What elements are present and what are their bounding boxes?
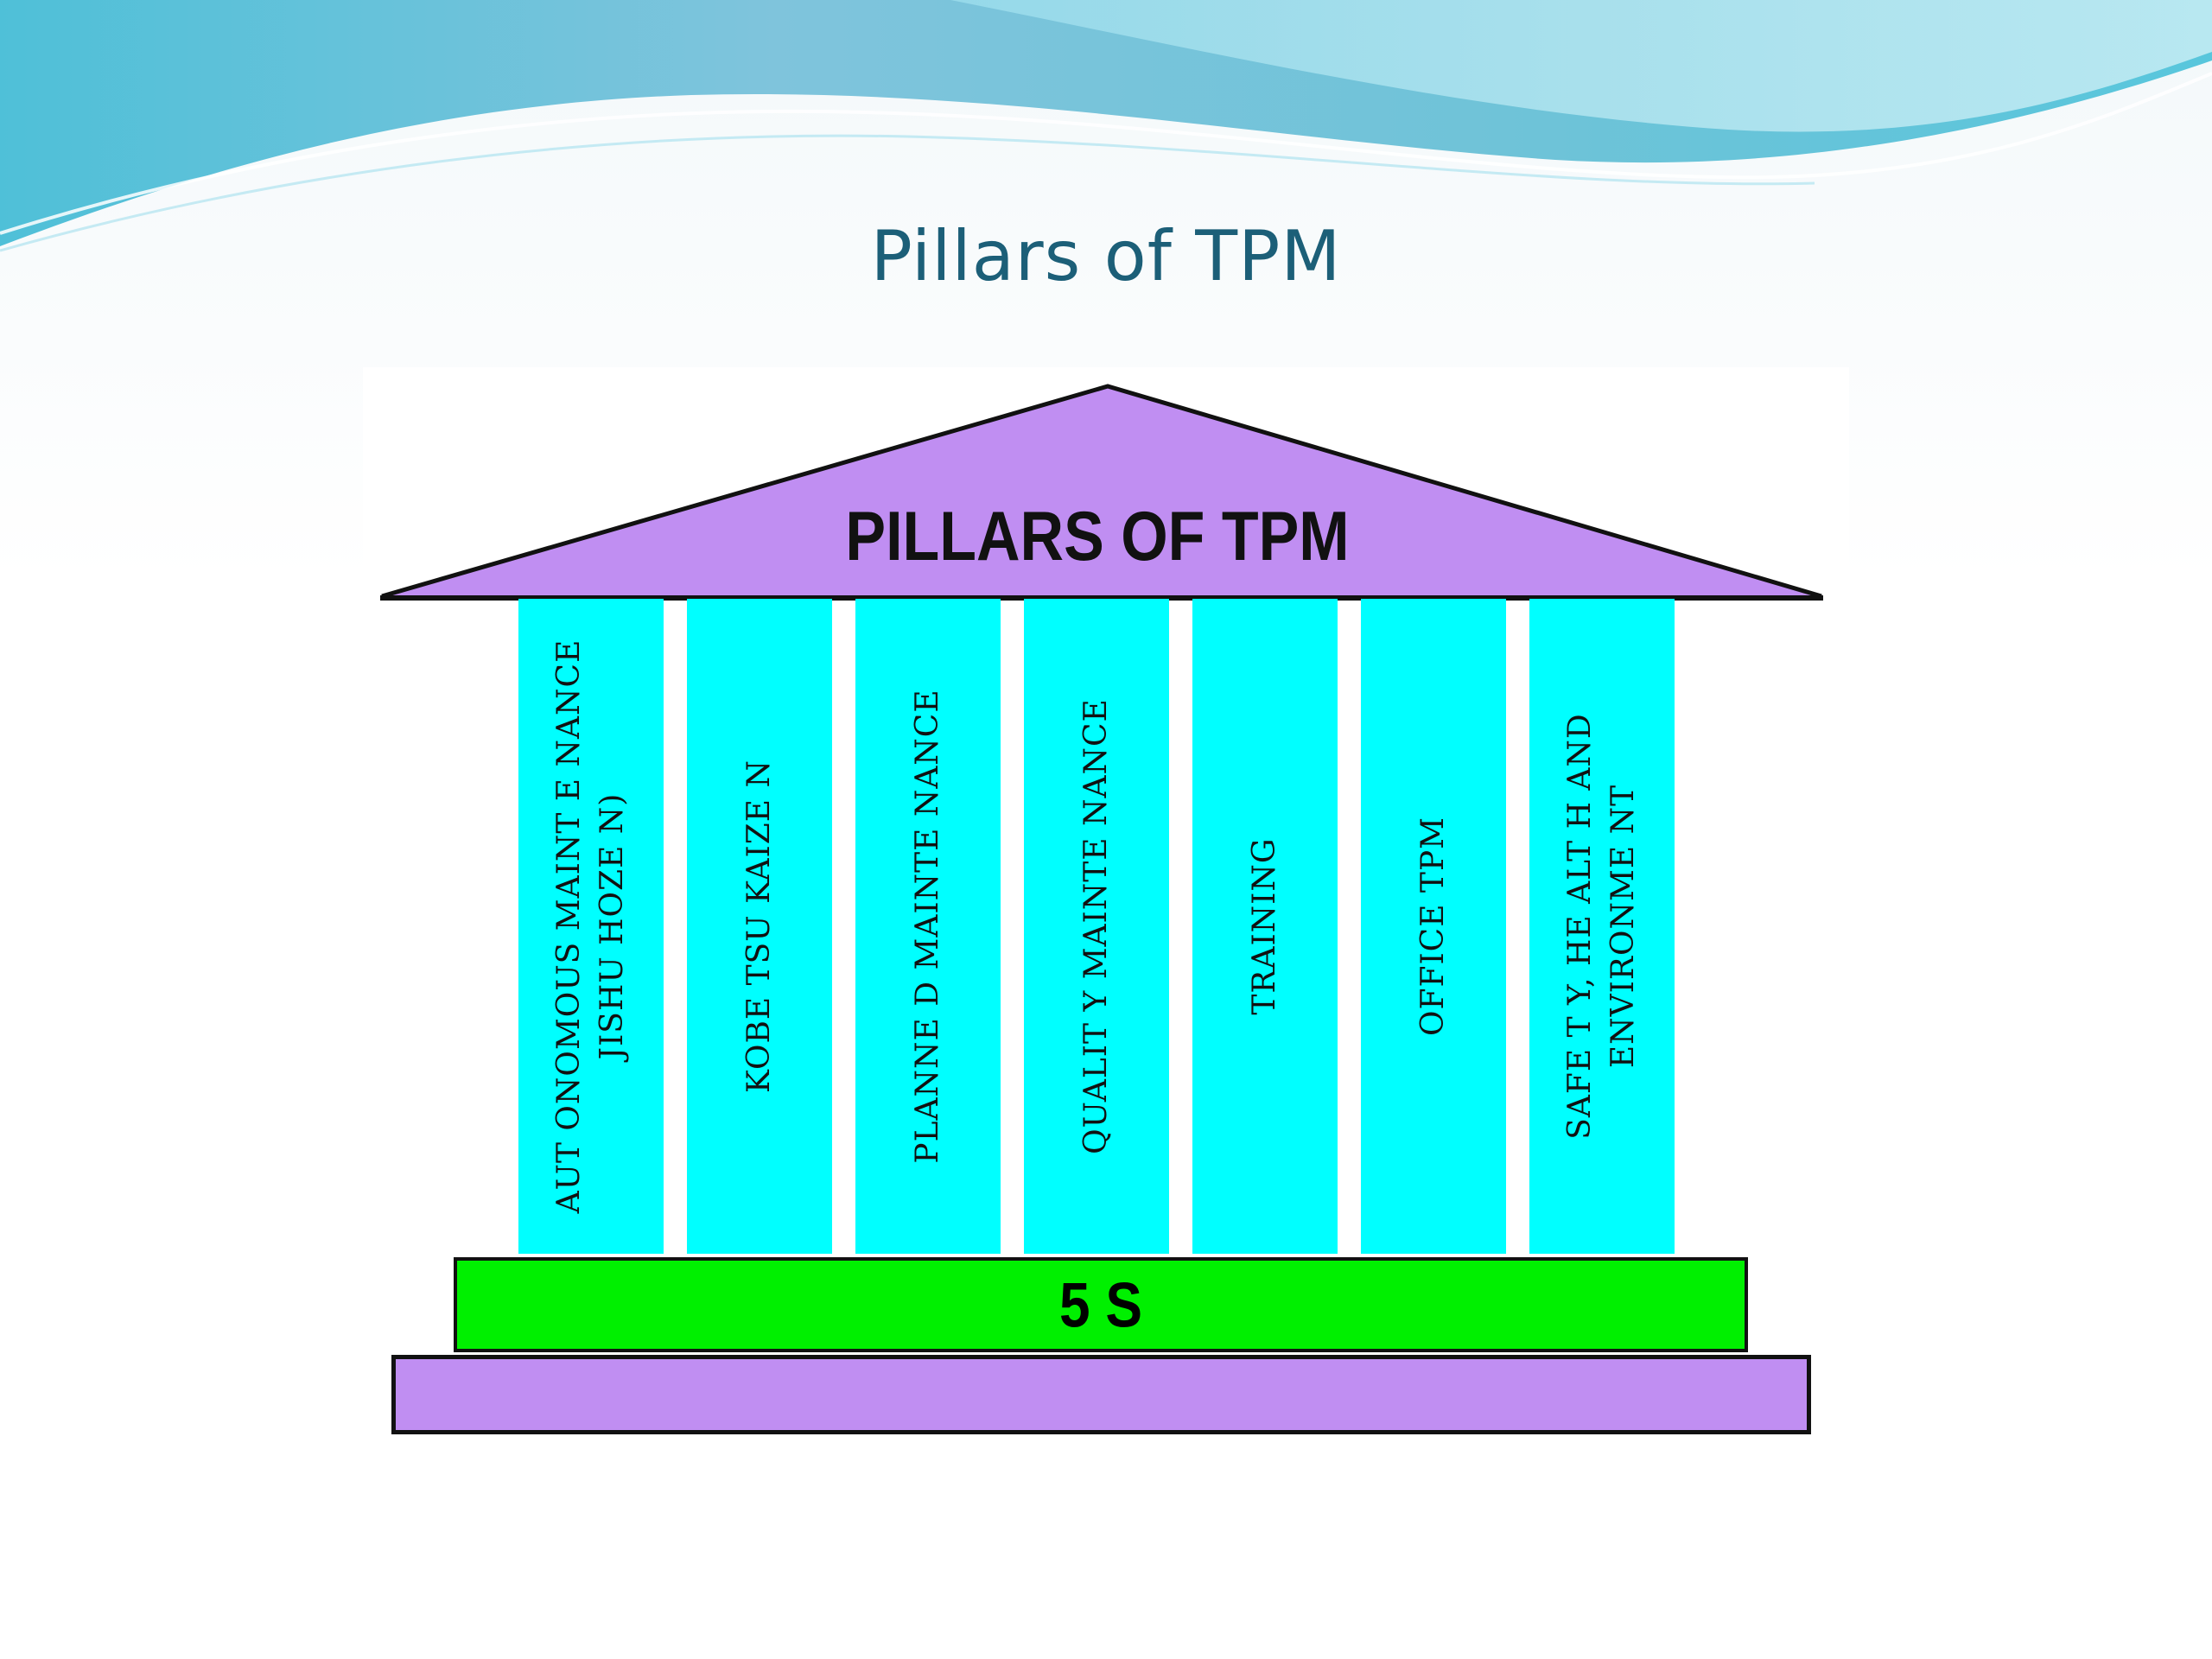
pillar-label: TRAINING <box>1247 837 1282 1015</box>
roof-label: PILLARS OF TPM <box>845 497 1349 575</box>
pillar-label: AUT ONOMOUS MAINT E NANCE JISHU HOZE N) <box>551 639 630 1214</box>
decorative-wave-header <box>0 0 2212 252</box>
pillar-quality-maintenance: QUALIT Y MAINTE NANCE <box>1024 599 1169 1254</box>
slide-title: Pillars of TPM <box>870 216 1342 296</box>
pillar-label: SAFE T Y, HE ALT H AND ENVIRONME NT <box>1562 713 1641 1140</box>
roof-outline <box>381 384 1822 599</box>
pillar-label: PLANNE D MAINTE NANCE <box>910 689 945 1164</box>
foundation-5s: 5 S <box>454 1257 1748 1352</box>
pillar-label: OFFICE TPM <box>1415 816 1451 1037</box>
roof-triangle <box>382 386 1821 596</box>
foundation-5s-label: 5 S <box>1058 1268 1143 1341</box>
tpm-temple-diagram: PILLARS OF TPM AUT ONOMOUS MAINT E NANCE… <box>363 367 1849 1456</box>
base-step <box>391 1355 1811 1434</box>
pillar-planned-maintenance: PLANNE D MAINTE NANCE <box>855 599 1001 1254</box>
pillar-autonomous-maintenance: AUT ONOMOUS MAINT E NANCE JISHU HOZE N) <box>518 599 664 1254</box>
pillar-office-tpm: OFFICE TPM <box>1361 599 1506 1254</box>
pillar-safety-health-environment: SAFE T Y, HE ALT H AND ENVIRONME NT <box>1529 599 1675 1254</box>
pillar-training: TRAINING <box>1192 599 1338 1254</box>
roof: PILLARS OF TPM <box>380 384 1823 601</box>
pillar-label: QUALIT Y MAINTE NANCE <box>1078 698 1114 1154</box>
pillar-label: KOBE TSU KAIZE N <box>741 760 777 1093</box>
pillar-kobetsu-kaizen: KOBE TSU KAIZE N <box>687 599 832 1254</box>
